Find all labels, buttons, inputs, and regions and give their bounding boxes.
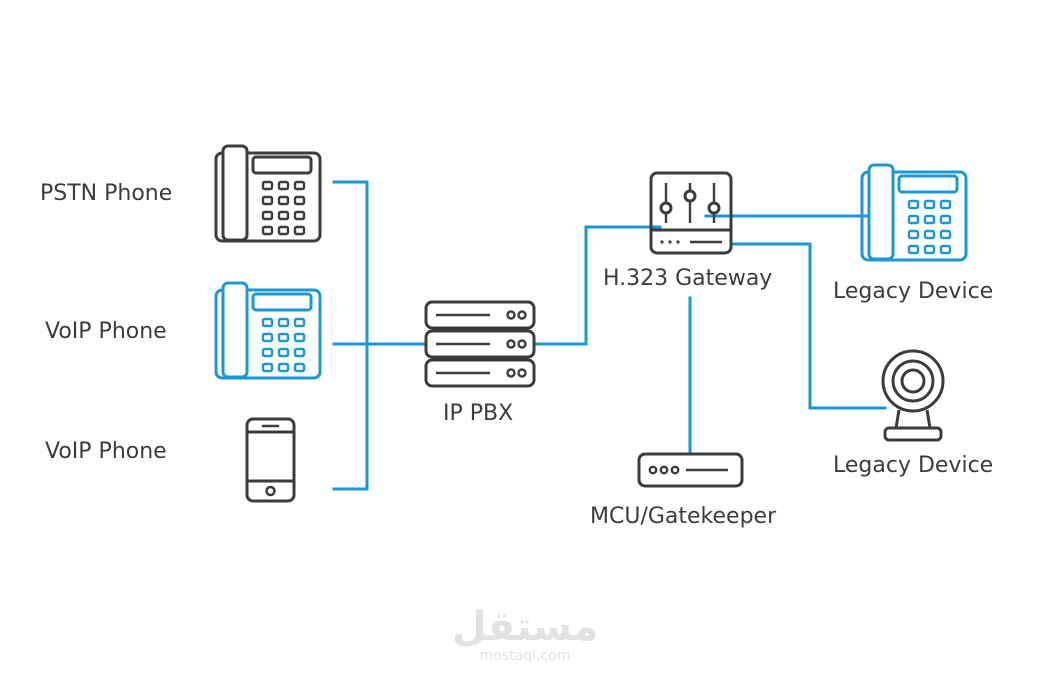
- ip-pbx-label: IP PBX: [443, 401, 514, 426]
- voip-phone-label-2: VoIP Phone: [45, 439, 167, 464]
- legacy-device-label: Legacy Device: [833, 279, 994, 304]
- watermark-domain: mostaql.com: [479, 648, 571, 664]
- pstn-phone-link: [332, 180, 369, 491]
- mcu-gatekeeper-label: MCU/Gatekeeper: [590, 504, 777, 529]
- gateway-to-webcam-link: [732, 242, 887, 410]
- voip-desk-phone-icon: [214, 281, 322, 380]
- watermark-logo: مستقل: [451, 604, 599, 650]
- webcam-icon: [881, 349, 945, 442]
- smartphone-icon: [245, 417, 296, 503]
- mcu-gatekeeper-icon: [637, 452, 744, 488]
- pstn-phone-label: PSTN Phone: [40, 181, 173, 206]
- h323-gateway-label: H.323 Gateway: [603, 266, 773, 291]
- h323-gateway-icon: [649, 171, 733, 255]
- voip-phone-label: VoIP Phone: [45, 319, 167, 344]
- ip-pbx-server-icon: [424, 300, 536, 388]
- legacy-device-label-2: Legacy Device: [833, 453, 994, 478]
- pbx-to-gateway-link: [518, 225, 662, 346]
- connections: [332, 180, 887, 491]
- pstn-phone-icon: [214, 144, 322, 243]
- legacy-phone-icon: [860, 163, 968, 262]
